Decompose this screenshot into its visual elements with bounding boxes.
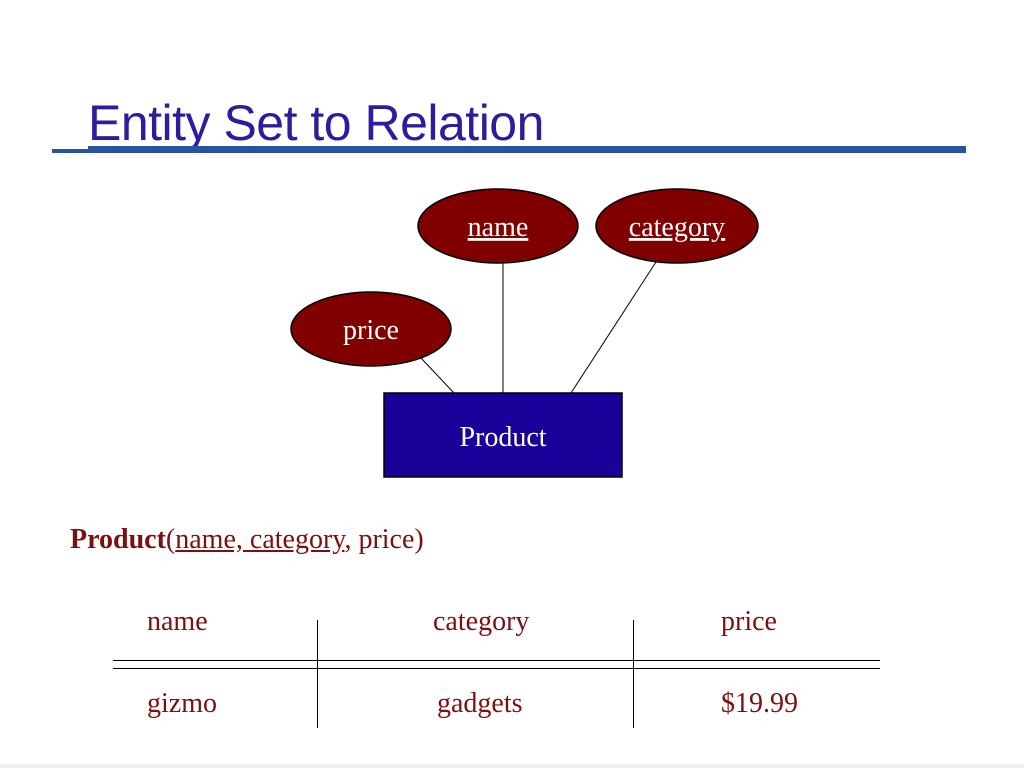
schema-other-attributes: , price) bbox=[344, 524, 424, 555]
table-header-rule-top bbox=[113, 660, 880, 661]
attribute-category-label: category bbox=[629, 212, 725, 243]
attribute-name-label: name bbox=[468, 212, 529, 243]
table-cell-category: gadgets bbox=[437, 688, 523, 719]
schema-key-attributes: name, category bbox=[175, 524, 345, 555]
schema-open-paren: ( bbox=[165, 524, 176, 555]
edge-price-product bbox=[419, 356, 455, 394]
attribute-name: name bbox=[417, 188, 579, 264]
edge-category-product bbox=[570, 261, 657, 394]
table-header-rule-bottom bbox=[113, 668, 880, 669]
footer-band bbox=[0, 764, 1024, 768]
title-underline bbox=[52, 146, 966, 153]
table-column-divider bbox=[317, 620, 318, 728]
table-column-divider bbox=[633, 620, 634, 728]
table-cell-price: $19.99 bbox=[721, 688, 798, 719]
relation-name: Product bbox=[70, 524, 166, 555]
entity-product: Product bbox=[383, 392, 623, 478]
attribute-price: price bbox=[290, 291, 452, 367]
table-header-name: name bbox=[147, 606, 208, 637]
entity-product-label: Product bbox=[459, 422, 546, 453]
slide-title: Entity Set to Relation bbox=[88, 95, 544, 151]
relation-schema: Product(name, category, price) bbox=[70, 522, 424, 558]
table-cell-name: gizmo bbox=[147, 688, 217, 719]
table-header-category: category bbox=[433, 606, 530, 637]
attribute-price-label: price bbox=[343, 315, 399, 346]
attribute-category: category bbox=[595, 188, 759, 264]
table-header-price: price bbox=[721, 606, 777, 637]
